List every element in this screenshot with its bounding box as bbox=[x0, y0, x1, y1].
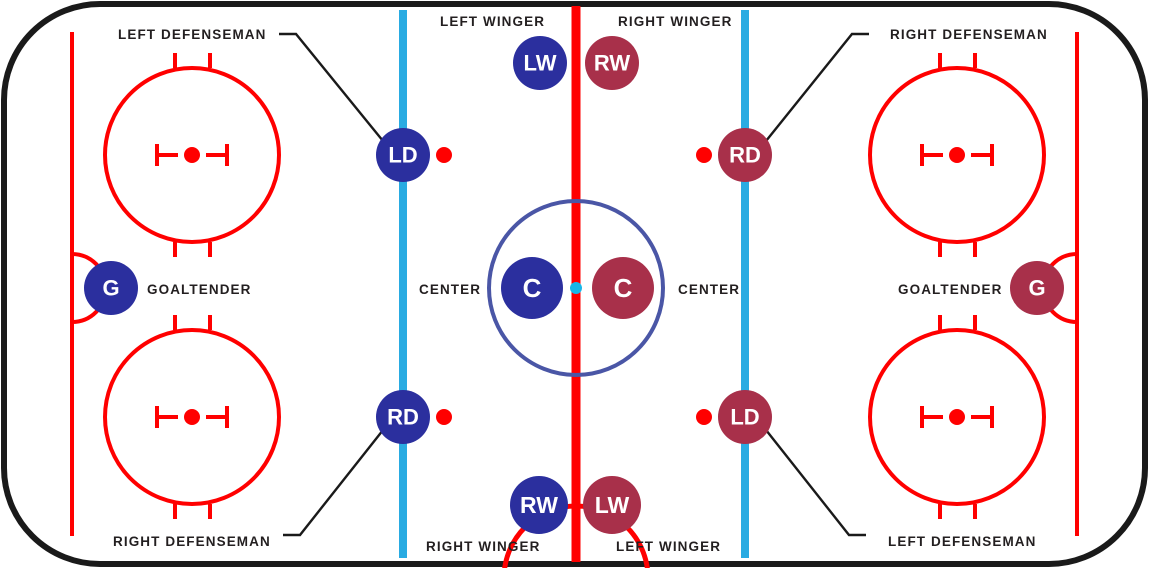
dot-nz-bottom-right bbox=[696, 409, 712, 425]
label-right-defenseman-top: RIGHT DEFENSEMAN bbox=[890, 27, 1048, 42]
player-marker-rd-right[interactable]: RD bbox=[718, 128, 772, 182]
faceoff-circle-bottom-left bbox=[103, 315, 281, 519]
label-goaltender-left: GOALTENDER bbox=[147, 282, 252, 297]
marker-label: RW bbox=[594, 51, 630, 76]
label-left-defenseman-top: LEFT DEFENSEMAN bbox=[118, 27, 267, 42]
faceoff-circle-top-right bbox=[868, 53, 1046, 257]
label-center-right: CENTER bbox=[678, 282, 740, 297]
leader-line-ld-bottom bbox=[765, 429, 866, 537]
label-center-left: CENTER bbox=[419, 282, 481, 297]
marker-label: LW bbox=[595, 492, 630, 518]
marker-label: RD bbox=[729, 143, 761, 168]
marker-label: LD bbox=[388, 143, 417, 168]
leader-line-rd-top bbox=[765, 32, 869, 142]
player-marker-rd-left[interactable]: RD bbox=[376, 390, 430, 444]
leader-line-rd-bottom bbox=[283, 429, 384, 537]
label-right-defenseman-bottom: RIGHT DEFENSEMAN bbox=[113, 534, 271, 549]
marker-label: C bbox=[614, 273, 633, 303]
marker-label: G bbox=[102, 276, 119, 301]
label-goaltender-right: GOALTENDER bbox=[898, 282, 1003, 297]
bottom-winger-circle bbox=[502, 503, 650, 568]
faceoff-circle-top-left bbox=[103, 53, 281, 257]
label-right-winger-bottom: RIGHT WINGER bbox=[426, 539, 540, 554]
player-marker-lw-bottom[interactable]: LW bbox=[583, 476, 641, 534]
marker-label: LD bbox=[730, 405, 759, 430]
label-left-defenseman-bottom: LEFT DEFENSEMAN bbox=[888, 534, 1037, 549]
center-faceoff-dot bbox=[570, 282, 582, 294]
player-marker-rw-bottom[interactable]: RW bbox=[510, 476, 568, 534]
player-marker-goalie-right[interactable]: G bbox=[1010, 261, 1064, 315]
player-marker-lw-top[interactable]: LW bbox=[513, 36, 567, 90]
dot-nz-top-left bbox=[436, 147, 452, 163]
marker-label: RW bbox=[520, 492, 558, 518]
label-right-winger-top: RIGHT WINGER bbox=[618, 14, 732, 29]
faceoff-circle-bottom-right bbox=[868, 315, 1046, 519]
player-marker-center-red[interactable]: C bbox=[592, 257, 654, 319]
center-ice-circle bbox=[487, 199, 665, 377]
label-left-winger-bottom: LEFT WINGER bbox=[616, 539, 721, 554]
marker-label: LW bbox=[524, 51, 557, 76]
label-left-winger-top: LEFT WINGER bbox=[440, 14, 545, 29]
player-marker-ld-right[interactable]: LD bbox=[718, 390, 772, 444]
leader-line-ld-top bbox=[279, 32, 384, 142]
dot-nz-bottom-left bbox=[436, 409, 452, 425]
player-marker-center-blue[interactable]: C bbox=[501, 257, 563, 319]
player-marker-ld-left[interactable]: LD bbox=[376, 128, 430, 182]
marker-label: C bbox=[523, 273, 542, 303]
player-marker-rw-top[interactable]: RW bbox=[585, 36, 639, 90]
player-marker-goalie-left[interactable]: G bbox=[84, 261, 138, 315]
dot-nz-top-right bbox=[696, 147, 712, 163]
marker-label: RD bbox=[387, 405, 419, 430]
marker-label: G bbox=[1028, 276, 1045, 301]
